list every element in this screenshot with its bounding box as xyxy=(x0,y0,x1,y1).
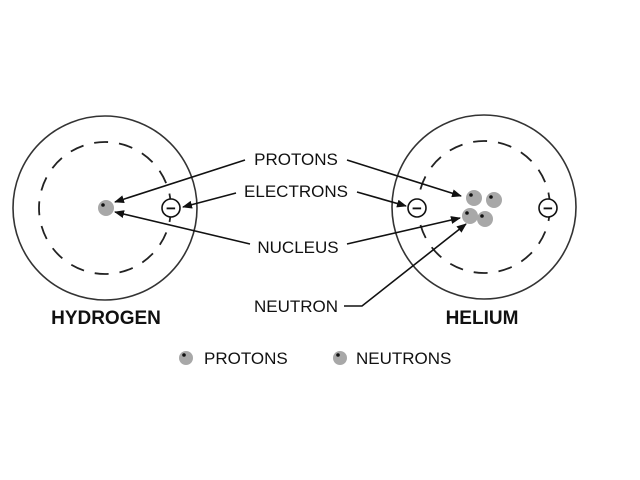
label-nucleus: NUCLEUS xyxy=(257,238,338,257)
nucleus-arrow-helium xyxy=(346,216,461,245)
leader-lines xyxy=(114,159,467,307)
protons-arrow-hydrogen xyxy=(114,159,246,204)
label-neutron: NEUTRON xyxy=(254,297,338,316)
hydrogen-atom-boundary xyxy=(12,115,198,301)
hydrogen-proton xyxy=(98,200,114,216)
helium-atom: − − xyxy=(391,114,577,300)
svg-text:−: − xyxy=(412,199,422,218)
legend-neutron-symbol xyxy=(333,351,347,365)
helium-nucleus xyxy=(462,190,502,227)
helium-proton-1 xyxy=(466,190,482,206)
electron-minus-sign: − xyxy=(166,199,176,218)
helium-neutron-2 xyxy=(462,208,478,224)
label-protons: PROTONS xyxy=(254,150,338,169)
helium-electron-left: − xyxy=(407,198,427,218)
nucleus-arrow-hydrogen xyxy=(114,210,251,245)
hydrogen-nucleus xyxy=(98,200,114,216)
protons-arrow-helium xyxy=(346,159,462,198)
label-electrons: ELECTRONS xyxy=(244,182,348,201)
helium-atom-boundary xyxy=(391,114,577,300)
electrons-arrow-helium xyxy=(356,191,407,208)
hydrogen-atom: − xyxy=(12,115,198,301)
neutron-arrow xyxy=(344,223,467,307)
svg-text:−: − xyxy=(543,199,553,218)
legend-proton-symbol xyxy=(179,351,193,365)
helium-electron-right: − xyxy=(538,198,558,218)
legend-protons-label: PROTONS xyxy=(204,349,288,368)
helium-proton-2 xyxy=(477,211,493,227)
helium-neutron-1 xyxy=(486,192,502,208)
legend: PROTONS NEUTRONS xyxy=(179,349,451,368)
hydrogen-title: HYDROGEN xyxy=(51,308,161,329)
hydrogen-electron: − xyxy=(161,198,181,218)
helium-electron-orbit xyxy=(417,140,551,274)
electrons-arrow-hydrogen xyxy=(182,192,237,209)
helium-title: HELIUM xyxy=(446,308,519,329)
legend-neutrons-label: NEUTRONS xyxy=(356,349,451,368)
